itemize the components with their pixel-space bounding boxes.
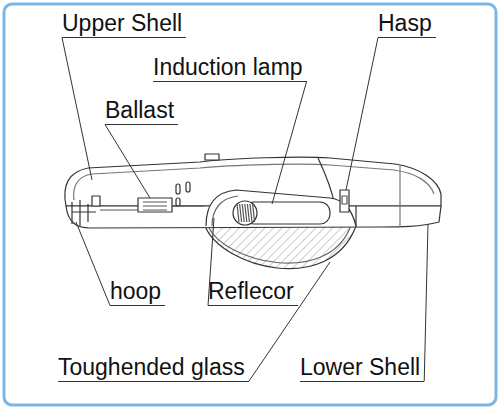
lamp-coil [233,201,257,225]
leader-line [62,38,92,181]
wire [100,206,204,210]
coil-winding [253,204,255,222]
vent-slot [176,198,180,206]
leader-line [76,222,110,306]
leader-line [272,82,307,205]
ballast-detail [143,202,167,210]
part-label: Lower Shell [300,354,424,382]
part-label: Induction lamp [153,54,307,82]
part-label: hoop [110,278,165,306]
shell-divider [399,166,400,227]
hoop-clip [92,196,100,206]
part-label: Toughended glass [58,354,249,382]
coil-winding [242,204,244,222]
vent-slot [176,184,180,194]
ballast [138,198,172,212]
leader-line [346,38,378,191]
coil-winding [247,204,249,222]
coil-windings [237,204,255,222]
top-cap [205,154,219,160]
vent-slot [186,182,190,192]
part-label: Hasp [378,10,436,38]
hasp [340,190,349,212]
coil-winding [237,204,239,222]
part-label: Reflecor [208,278,298,306]
part-label: Upper Shell [62,10,186,38]
toughened-glass [205,226,356,269]
leader-line [105,125,150,199]
frame [4,4,496,405]
coil-winding [245,204,247,222]
coil-winding [240,204,242,222]
coil-winding [250,204,252,222]
hasp-latch [342,196,347,204]
glass-inner [209,228,350,263]
part-label: Ballast [105,97,178,125]
leader-line [424,224,428,382]
reflector [206,190,356,226]
